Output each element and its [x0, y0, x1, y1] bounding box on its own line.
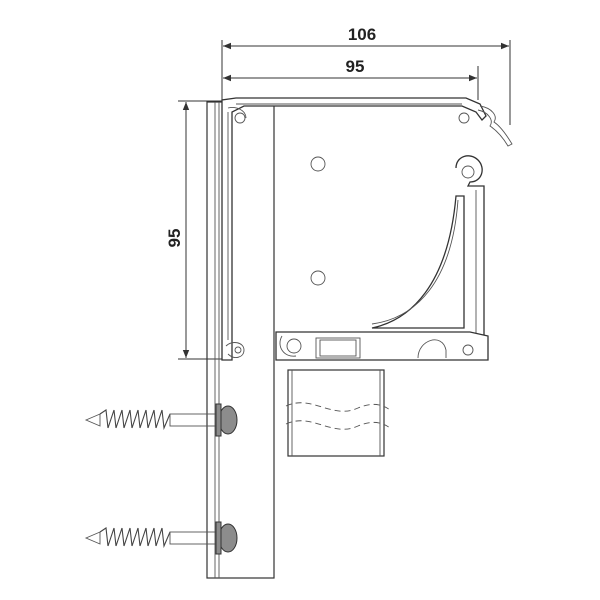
dimension-label-106: 106 — [348, 25, 376, 44]
screw-icon — [84, 527, 217, 549]
dimension-width-95: 95 — [223, 57, 479, 100]
washer-icon — [215, 403, 238, 437]
dimension-width-106: 106 — [221, 25, 511, 125]
screw-icon — [84, 409, 217, 431]
wall-plate — [206, 101, 275, 579]
shutter-slat-pack — [285, 369, 391, 457]
dimension-label-95-horizontal: 95 — [346, 57, 365, 76]
shutter-box-profile — [221, 97, 513, 361]
washer-icon — [215, 521, 238, 555]
dimension-label-95-vertical: 95 — [165, 229, 184, 248]
dimension-height-95: 95 — [165, 100, 222, 360]
